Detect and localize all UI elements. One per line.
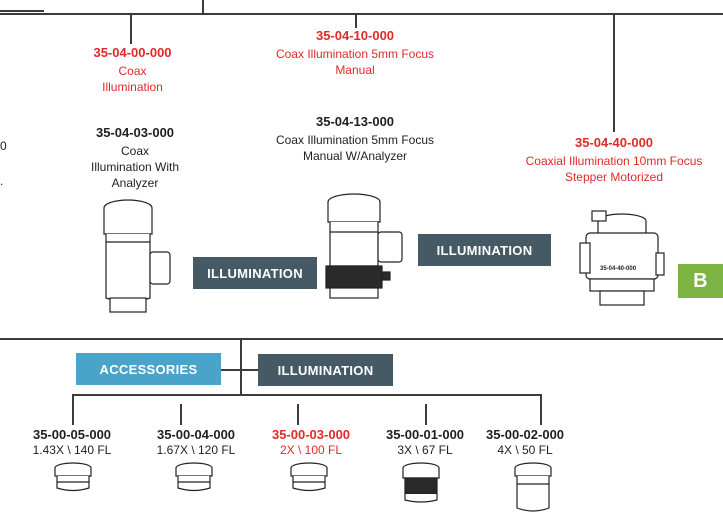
product-desc: Coaxial Illumination 10mm Focus	[525, 154, 703, 168]
product-desc: Coax Illumination 5mm Focus	[275, 47, 435, 61]
edge-fragment: 0	[0, 139, 7, 153]
lens-spec: 3X \ 67 FL	[397, 443, 453, 457]
drop-coax	[130, 14, 132, 44]
lens-drop-1	[72, 395, 74, 425]
drop-coax-5mm	[355, 14, 357, 28]
lens-code: 35-00-04-000	[156, 427, 236, 442]
lens-code: 35-00-01-000	[385, 427, 465, 442]
lens-2-illustration	[175, 462, 213, 492]
lens-drop-3	[297, 404, 299, 425]
lens-2-label: 35-00-04-000 1.67X \ 120 FL	[136, 427, 256, 458]
accessories-tag: ACCESSORIES	[76, 353, 221, 385]
lens-3-label: 35-00-03-000 2X \ 100 FL	[251, 427, 371, 458]
coax-analyzer-illustration	[103, 199, 171, 313]
lens-bus-line	[72, 394, 542, 396]
stepper-body-label: 35-04-40-000	[600, 266, 637, 272]
product-coax-label: 35-04-00-000 Coax Illumination	[60, 45, 205, 95]
coaxial-10mm-stepper-illustration	[579, 210, 665, 306]
lens-3-illustration	[290, 462, 328, 492]
lens-spec: 1.67X \ 120 FL	[156, 443, 236, 457]
product-code: 35-04-00-000	[93, 45, 172, 60]
product-desc: Manual	[335, 63, 375, 77]
product-coax-5mm-manual-label: 35-04-10-000 Coax Illumination 5mm Focus…	[240, 28, 470, 78]
lens-4-illustration	[402, 462, 440, 503]
product-code: 35-04-40-000	[574, 135, 654, 150]
top-bus-line	[0, 13, 723, 15]
product-desc: Coax	[120, 144, 149, 158]
product-code: 35-04-10-000	[315, 28, 395, 43]
lens-1-label: 35-00-05-000 1.43X \ 140 FL	[12, 427, 132, 458]
lens-code: 35-00-03-000	[271, 427, 351, 442]
product-coax-analyzer-label: 35-04-03-000 Coax Illumination With Anal…	[65, 125, 205, 191]
product-desc: Coax Illumination 5mm Focus	[275, 133, 435, 147]
lens-code: 35-00-02-000	[485, 427, 565, 442]
mid-bus-line	[0, 338, 723, 340]
lens-4-label: 35-00-01-000 3X \ 67 FL	[365, 427, 485, 458]
lens-drop-4	[425, 404, 427, 425]
lens-5-label: 35-00-02-000 4X \ 50 FL	[465, 427, 585, 458]
product-code: 35-04-03-000	[95, 125, 175, 140]
lens-spec: 4X \ 50 FL	[497, 443, 553, 457]
product-desc: Stepper Motorized	[564, 170, 664, 184]
product-desc: Analyzer	[111, 176, 159, 190]
product-desc: Illumination	[102, 80, 163, 94]
product-coax-5mm-analyzer-label: 35-04-13-000 Coax Illumination 5mm Focus…	[240, 114, 470, 164]
coax-5mm-analyzer-illustration	[325, 193, 403, 299]
product-code: 35-04-13-000	[315, 114, 395, 129]
lens-spec: 2X \ 100 FL	[279, 443, 343, 457]
lens-drop-2	[180, 404, 182, 425]
product-coaxial-10mm-label: 35-04-40-000 Coaxial Illumination 10mm F…	[505, 135, 723, 185]
drop-coaxial-10mm	[613, 14, 615, 132]
illumination-tag-bottom: ILLUMINATION	[258, 354, 393, 386]
lens-drop-5	[540, 395, 542, 425]
lens-1-illustration	[54, 462, 92, 492]
center-vertical-line	[240, 339, 242, 395]
top-stub-line	[0, 10, 44, 12]
product-desc: Manual W/Analyzer	[302, 149, 408, 163]
lens-spec: 1.43X \ 140 FL	[32, 443, 112, 457]
lens-code: 35-00-05-000	[32, 427, 112, 442]
top-drop-line	[202, 0, 204, 13]
product-desc: Coax	[118, 64, 147, 78]
b-tag: B	[678, 264, 723, 298]
lens-5-illustration	[514, 462, 552, 512]
illumination-tag-right: ILLUMINATION	[418, 234, 551, 266]
product-desc: Illumination With	[90, 160, 180, 174]
illumination-tag-left: ILLUMINATION	[193, 257, 317, 289]
edge-fragment: .	[0, 174, 4, 188]
accessories-link-line	[220, 369, 258, 371]
